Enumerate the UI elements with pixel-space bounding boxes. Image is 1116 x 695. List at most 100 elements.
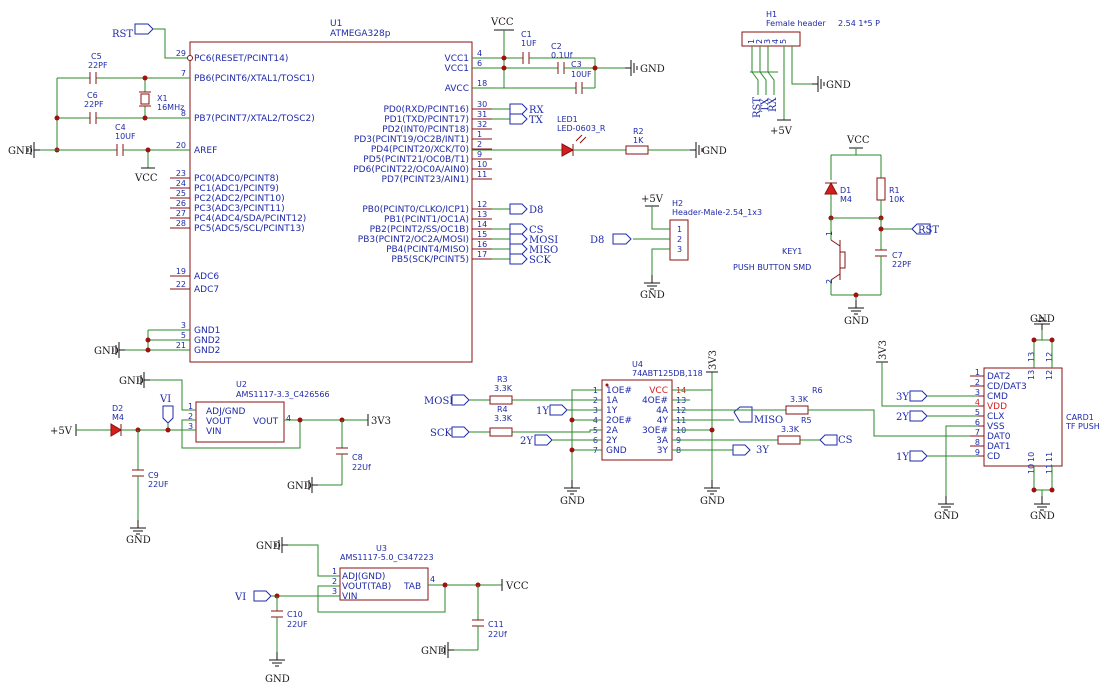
u4-pin-name: 1A [606, 396, 619, 406]
u2-name: AMS1117-3.3_C426566 [236, 390, 330, 399]
y3-label-u4: 3Y [756, 445, 769, 456]
c10-ref: C10 [287, 610, 303, 619]
u1-pin-name: PC5(ADC5/SCL/PCINT13) [194, 224, 305, 234]
card1-pin-num: 6 [975, 418, 980, 427]
vcc-aref: VCC [134, 173, 158, 184]
d8-label-2: D8 [590, 235, 604, 246]
svg-text:2: 2 [188, 412, 193, 421]
card1-pin-num: 8 [975, 438, 980, 447]
x1-ref: X1 [157, 94, 168, 103]
v33-u2: 3V3 [371, 416, 391, 427]
sck-label: SCK [529, 255, 552, 266]
u4-pin-name: 3OE# [642, 426, 668, 436]
r3-ref: R3 [497, 375, 508, 384]
vcc-top: VCC [490, 17, 514, 28]
c11-ref: C11 [488, 620, 504, 629]
u4-pin-name: 2Y [606, 436, 618, 446]
svg-text:12: 12 [1045, 370, 1054, 380]
u1-pin-num: 15 [477, 230, 487, 239]
r4-ref: R4 [497, 405, 508, 414]
card1-pin-name: DAT1 [987, 442, 1010, 452]
r5-ref: R5 [801, 416, 812, 425]
u4-pin-name: GND [606, 446, 627, 456]
u1-pin-name: GND2 [194, 346, 220, 356]
u4-pin-name: 4A [656, 406, 669, 416]
u1-pin-num: 29 [176, 49, 186, 58]
card1-pin-name: CD/DAT3 [987, 382, 1027, 392]
card1-pin-num: 5 [975, 408, 980, 417]
key1-pin1: 1 [825, 231, 834, 236]
gnd-card-top: GND [1030, 314, 1055, 325]
c3-ref: C3 [571, 60, 582, 69]
h1-val: 2.54 1*5 P [838, 19, 880, 28]
u1-pin-num: 20 [176, 141, 186, 150]
c3-val: 10UF [571, 70, 592, 79]
h1-tx: TX [760, 97, 771, 112]
u1-pin-name: GND1 [194, 326, 220, 336]
u1-pin-name: PB4(PCINT4/MISO) [386, 245, 469, 255]
h1-rst: RST [752, 97, 763, 118]
u1-pin-num: 30 [477, 100, 487, 109]
u4-pin-name: 4Y [657, 416, 669, 426]
c4-val: 10UF [115, 132, 136, 141]
c6-ref: C6 [87, 91, 98, 100]
u1-pin-name: PB0(PCINT0/CLKO/ICP1) [362, 205, 469, 215]
r1-val: 10K [889, 195, 905, 204]
c6-val: 22PF [84, 100, 104, 109]
svg-text:VOUT(TAB): VOUT(TAB) [342, 582, 391, 592]
x1-val: 16MHz [157, 103, 184, 112]
svg-text:ADJ/GND: ADJ/GND [206, 407, 245, 417]
u1-gnd-net: GND [94, 329, 190, 359]
card1-pin-name: CLX [987, 412, 1004, 422]
d1-ref: D1 [840, 186, 851, 195]
c2-val: 0.1Uf [551, 51, 573, 60]
sck-label-2: SCK [430, 428, 453, 439]
c1-val: 1UF [521, 39, 537, 48]
r5-val: 3.3K [781, 425, 800, 434]
u1-pin-num: 8 [181, 109, 186, 118]
svg-text:VOUT: VOUT [253, 417, 279, 427]
c10-val: 22UF [287, 620, 308, 629]
card1-pin-num: 4 [975, 398, 980, 407]
c9-val: 22UF [148, 480, 169, 489]
gnd-u4-l: GND [560, 496, 585, 507]
u1-pin-name: PB7(PCINT7/XTAL2/TOSC2) [194, 114, 315, 124]
card1-ref: CARD1 [1066, 413, 1094, 422]
card1-name: TF PUSH [1065, 422, 1100, 431]
u1-pin-num: 4 [477, 49, 482, 58]
svg-text:ADJ(GND): ADJ(GND) [342, 572, 385, 582]
u1-vcc-net: VCC GND C1 1UF C2 0.1Uf C3 10UF [472, 17, 665, 94]
u1-pin-name: PB2(PCINT2/SS/OC1B) [370, 225, 469, 235]
svg-text:VIN: VIN [342, 592, 358, 602]
svg-text:1: 1 [188, 402, 193, 411]
u1-pin-num: 19 [176, 267, 186, 276]
gnd-u4-r: GND [700, 496, 725, 507]
u1-pin-name: PD5(PCINT21/OC0B/T1) [363, 155, 469, 165]
svg-text:13: 13 [1027, 370, 1036, 380]
svg-text:11: 11 [1045, 464, 1054, 474]
r4-val: 3.3K [494, 414, 513, 423]
c2-ref: C2 [551, 42, 562, 51]
u4-ref: U4 [632, 360, 643, 369]
u1-pin-name: PB1(PCINT1/OC1A) [384, 215, 469, 225]
crystal-network: C5 22PF C6 22PF X1 16MHz C4 10UF VCC GND [8, 52, 190, 184]
h1-pin-num: 4 [771, 39, 780, 44]
u1-pin-num: 1 [477, 130, 482, 139]
d2-ref: D2 [112, 404, 123, 413]
card1-pin-name: DAT0 [987, 432, 1011, 442]
c5-ref: C5 [91, 52, 102, 61]
gnd-card-bot: GND [1030, 511, 1055, 522]
card1-pin-name: DAT2 [987, 372, 1010, 382]
u1-pin-name: PC1(ADC1/PCINT9) [194, 184, 279, 194]
card1-pin-name: CMD [987, 392, 1008, 402]
u1-pin-num: 17 [477, 250, 487, 259]
card1-pin-name: VSS [987, 422, 1005, 432]
u1-mcu: U1 ATMEGA328p 29PC6(RESET/PCINT14)7PB6(P… [170, 19, 510, 363]
svg-text:TAB: TAB [403, 582, 421, 592]
c11-val: 22Uf [488, 630, 507, 639]
u1-pin-num: 27 [176, 209, 186, 218]
u1-pin-num: 18 [477, 79, 487, 88]
u1-pin-num: 14 [477, 220, 487, 229]
u4-pin-name: VCC [649, 386, 668, 396]
svg-text:13: 13 [1027, 352, 1036, 362]
